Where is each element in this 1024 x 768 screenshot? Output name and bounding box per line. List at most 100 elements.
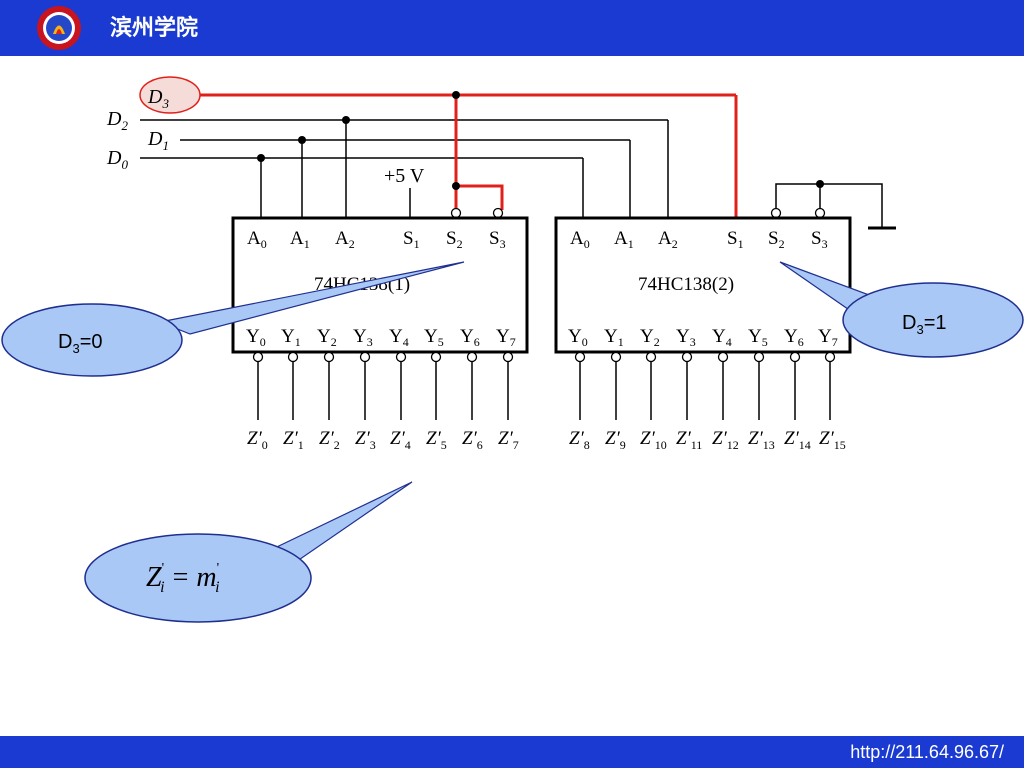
output-bubble <box>753 351 765 363</box>
callout-d3-zero: D3=0 <box>1 261 465 377</box>
output-bubble <box>502 351 514 363</box>
chip2-s2-s3-ground <box>775 183 883 228</box>
junction-dot <box>342 116 350 124</box>
junction-dot <box>298 136 306 144</box>
output-label: Y1 <box>604 326 624 349</box>
footer-bar: http://211.64.96.67/ <box>0 736 1024 768</box>
callout-formula: Z'i=m'i <box>84 481 413 623</box>
callout-bubble <box>842 282 1024 358</box>
callout-bubble <box>1 303 183 377</box>
pin-label: A0 <box>570 228 590 251</box>
callout-bubble <box>84 533 312 623</box>
output-label: Y0 <box>568 326 588 349</box>
output-label: Y6 <box>784 326 804 349</box>
terminal-label: Z′10 <box>640 428 667 452</box>
junction-dot <box>452 182 460 190</box>
d3-label: D3 <box>147 86 169 111</box>
d0-label: D0 <box>106 147 128 172</box>
pin-label: S2 <box>446 228 463 251</box>
junction-dot <box>452 91 460 99</box>
output-bubble <box>610 351 622 363</box>
bubble <box>814 207 826 219</box>
output-label: Y2 <box>640 326 660 349</box>
chip2-terminals: Z′8 Z′9 Z′10 Z′11 Z′12 Z′13 Z′14 Z′15 <box>569 428 846 452</box>
output-bubble <box>395 351 407 363</box>
chip1-body <box>231 216 529 354</box>
output-label: Y0 <box>246 326 266 349</box>
terminal-label: Z′1 <box>283 428 304 452</box>
junction-dot <box>257 154 265 162</box>
chip2-body <box>554 216 852 354</box>
output-bubble <box>430 351 442 363</box>
chip1-outputs: Y0 Y1 Y2 Y3 Y4 Y5 Y6 Y7 <box>246 326 516 349</box>
output-label: Y3 <box>676 326 696 349</box>
pin-label: S3 <box>489 228 506 251</box>
terminal-label: Z′0 <box>247 428 268 452</box>
output-label: Y5 <box>748 326 768 349</box>
chip1-terminals: Z′0 Z′1 Z′2 Z′3 Z′4 Z′5 Z′6 Z′7 <box>247 428 519 452</box>
junction-dot <box>816 180 824 188</box>
output-bubble <box>323 351 335 363</box>
callout-text: D3=1 <box>902 312 947 337</box>
output-bubble <box>717 351 729 363</box>
formula-text: Z'i=m'i <box>146 561 220 596</box>
pin-label: S1 <box>727 228 744 251</box>
supply-label: +5 V <box>384 165 425 187</box>
chip2-name: 74HC138(2) <box>638 274 734 295</box>
terminal-label: Z′5 <box>426 428 447 452</box>
terminal-label: Z′9 <box>605 428 626 452</box>
pin-label: A2 <box>658 228 678 251</box>
cascaded-decoder-diagram: D3 D2 D1 D0 +5 V A0 A1 A2 S1 S2 S3 74HC1… <box>1 76 1024 623</box>
pin-label: A1 <box>290 228 310 251</box>
output-label: Y7 <box>496 326 516 349</box>
pin-label: S3 <box>811 228 828 251</box>
callout-d3-one: D3=1 <box>779 261 1024 358</box>
output-label: Y6 <box>460 326 480 349</box>
d3-to-chip1-s3 <box>456 184 504 210</box>
output-bubble <box>359 351 371 363</box>
header-bar: 滨州学院 <box>0 0 1024 56</box>
callout-text: D3=0 <box>58 331 103 356</box>
terminal-label: Z′14 <box>784 428 811 452</box>
output-label: Y1 <box>281 326 301 349</box>
output-label: Y5 <box>424 326 444 349</box>
output-leads <box>252 351 836 420</box>
d1-label: D1 <box>147 128 169 153</box>
terminal-label: Z′11 <box>676 428 702 452</box>
terminal-label: Z′8 <box>569 428 590 452</box>
pin-label: S2 <box>768 228 785 251</box>
output-bubble <box>824 351 836 363</box>
terminal-label: Z′6 <box>462 428 483 452</box>
output-label: Y7 <box>818 326 838 349</box>
bubble <box>770 207 782 219</box>
terminal-label: Z′2 <box>319 428 340 452</box>
output-bubble <box>645 351 657 363</box>
output-label: Y4 <box>712 326 732 349</box>
terminal-label: Z′13 <box>748 428 775 452</box>
output-label: Y4 <box>389 326 409 349</box>
output-bubble <box>574 351 586 363</box>
terminal-label: Z′4 <box>390 428 411 452</box>
terminal-label: Z′7 <box>498 428 519 452</box>
chip2-top-pins: A0 A1 A2 S1 S2 S3 <box>570 228 828 251</box>
pin-label: A0 <box>247 228 267 251</box>
footer-url: http://211.64.96.67/ <box>850 742 1004 762</box>
page-title: 滨州学院 <box>110 16 199 41</box>
chip2-outputs: Y0 Y1 Y2 Y3 Y4 Y5 Y6 Y7 <box>568 326 838 349</box>
terminal-label: Z′15 <box>819 428 846 452</box>
bubble <box>450 207 462 219</box>
d3-highlight-ellipse <box>139 76 201 114</box>
pin-label: S1 <box>403 228 420 251</box>
pin-label: A2 <box>335 228 355 251</box>
university-emblem-icon <box>37 6 81 50</box>
output-bubble <box>287 351 299 363</box>
output-bubble <box>681 351 693 363</box>
output-bubble <box>789 351 801 363</box>
output-bubble <box>252 351 264 363</box>
terminal-label: Z′12 <box>712 428 739 452</box>
output-label: Y2 <box>317 326 337 349</box>
chip1-top-pins: A0 A1 A2 S1 S2 S3 <box>247 228 506 251</box>
output-label: Y3 <box>353 326 373 349</box>
terminal-label: Z′3 <box>355 428 376 452</box>
output-bubble <box>466 351 478 363</box>
